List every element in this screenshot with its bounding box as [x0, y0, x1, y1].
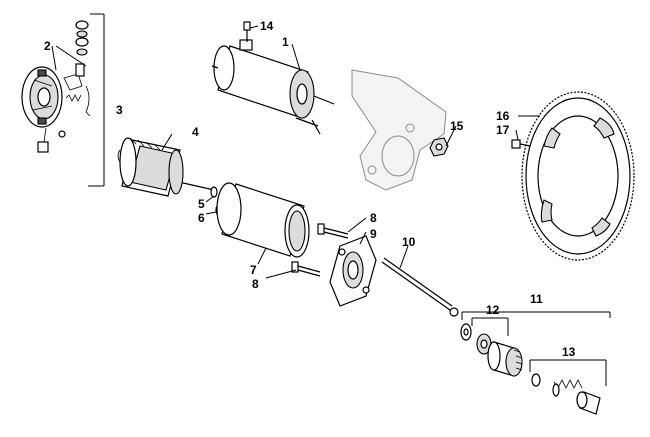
- ring-gear-part: [521, 91, 635, 261]
- bracket-11-line: [461, 311, 611, 320]
- bolt-14-part: [243, 21, 251, 42]
- bracket-13-line: [529, 359, 607, 386]
- bolt-8a-part: [317, 223, 349, 239]
- callout-8b: 8: [252, 277, 259, 291]
- spring-13-part: [552, 379, 583, 397]
- end-cap-part: [329, 235, 377, 307]
- callout-5: 5: [198, 197, 205, 211]
- nut-15-part: [429, 137, 449, 157]
- callout-6: 6: [198, 211, 205, 225]
- callout-14: 14: [260, 19, 274, 33]
- callout-2: 2: [44, 39, 51, 53]
- starter-motor-part: [211, 39, 335, 135]
- pinion-gear-part: [487, 341, 523, 377]
- bracket-12-line: [471, 317, 509, 336]
- bolt-17-part: [511, 139, 531, 149]
- washer-11-part: [460, 323, 472, 341]
- brush-lead-part: [37, 127, 66, 153]
- washer-5-part: [210, 186, 218, 198]
- callout-16: 16: [496, 109, 510, 123]
- callout-3: 3: [116, 103, 123, 117]
- spring-part: [65, 94, 82, 102]
- leader-lines: [51, 25, 540, 279]
- retainer-part: [531, 373, 541, 387]
- callout-7: 7: [250, 263, 257, 277]
- callout-15: 15: [450, 119, 464, 133]
- callout-8a: 8: [370, 211, 377, 225]
- housing-part: [216, 182, 310, 258]
- callout-10: 10: [402, 235, 416, 249]
- callout-1: 1: [282, 35, 289, 49]
- brush-plate-part: [21, 63, 91, 128]
- callout-12: 12: [486, 303, 500, 317]
- mount-bracket-part: [351, 69, 447, 191]
- bolt-8b-part: [291, 261, 321, 277]
- through-bolt-part: [381, 257, 459, 317]
- callout-4: 4: [192, 125, 199, 139]
- callout-11: 11: [530, 292, 543, 306]
- armature-part: [117, 137, 215, 197]
- cap-13-part: [576, 391, 601, 415]
- callout-17: 17: [496, 123, 510, 137]
- nut-stack-part: [75, 20, 89, 56]
- callout-13: 13: [562, 345, 576, 359]
- callout-9: 9: [370, 227, 377, 241]
